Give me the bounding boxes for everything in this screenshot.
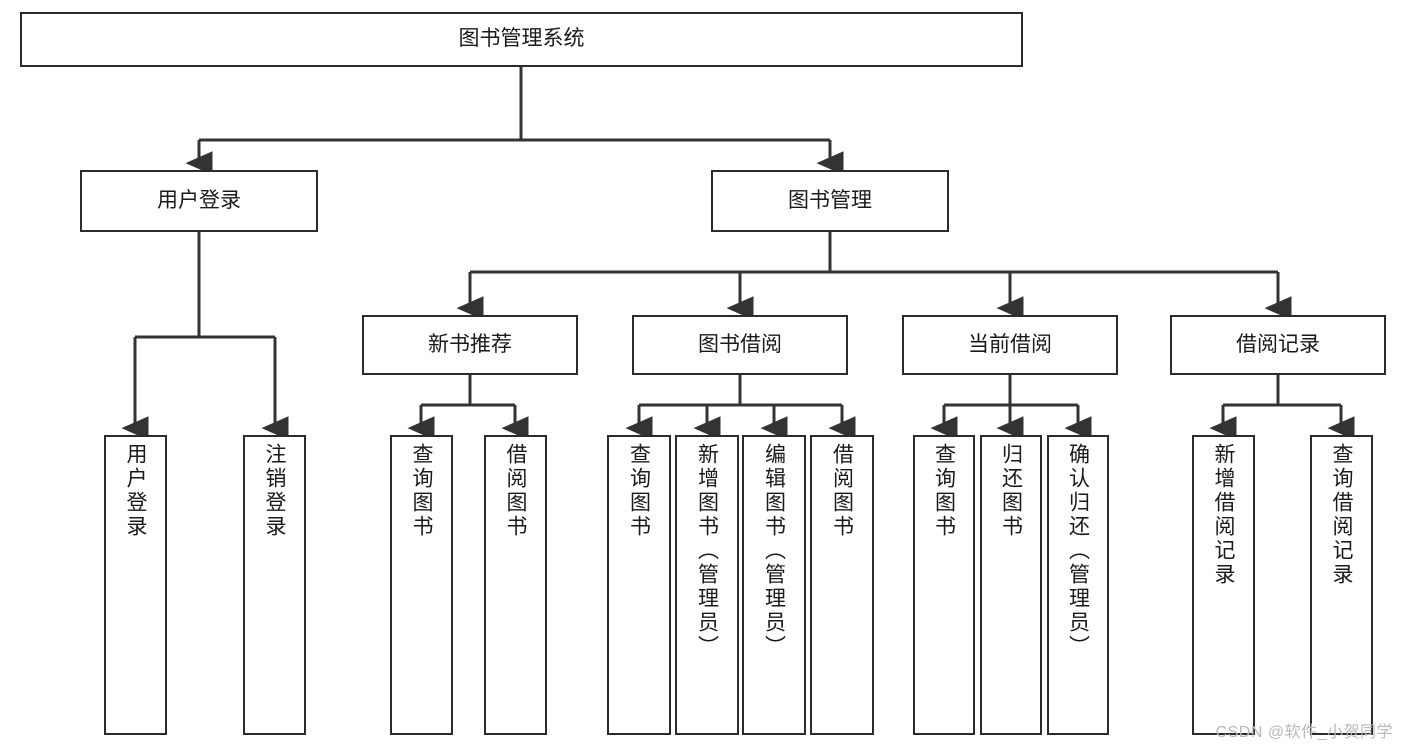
node-borrow-record[interactable]: 借阅记录 bbox=[1170, 315, 1386, 375]
node-leaf-query-book-2[interactable]: 查询图书 bbox=[607, 435, 671, 735]
node-root[interactable]: 图书管理系统 bbox=[20, 12, 1023, 67]
node-leaf-query-record[interactable]: 查询借阅记录 bbox=[1310, 435, 1373, 735]
node-book-manage[interactable]: 图书管理 bbox=[711, 170, 949, 232]
node-leaf-return-book-label: 归还图书 bbox=[999, 443, 1023, 539]
node-leaf-borrow-book-2[interactable]: 借阅图书 bbox=[810, 435, 874, 735]
node-leaf-query-book-3-label: 查询图书 bbox=[932, 443, 956, 539]
node-leaf-user-login[interactable]: 用户登录 bbox=[104, 435, 167, 735]
node-leaf-query-book-1-label: 查询图书 bbox=[410, 443, 433, 539]
node-borrow-record-label: 借阅记录 bbox=[1236, 332, 1320, 356]
node-user-login[interactable]: 用户登录 bbox=[80, 170, 318, 232]
node-leaf-add-book-label: 新增图书（管理员） bbox=[695, 443, 719, 659]
node-leaf-add-book[interactable]: 新增图书（管理员） bbox=[675, 435, 739, 735]
node-root-label: 图书管理系统 bbox=[458, 27, 585, 51]
node-leaf-confirm-return[interactable]: 确认归还（管理员） bbox=[1047, 435, 1109, 735]
node-leaf-query-record-label: 查询借阅记录 bbox=[1330, 443, 1353, 587]
node-book-manage-label: 图书管理 bbox=[788, 188, 872, 212]
node-leaf-add-record[interactable]: 新增借阅记录 bbox=[1192, 435, 1255, 735]
node-leaf-edit-book[interactable]: 编辑图书（管理员） bbox=[742, 435, 806, 735]
node-leaf-return-book[interactable]: 归还图书 bbox=[980, 435, 1042, 735]
node-leaf-borrow-book-1-label: 借阅图书 bbox=[504, 443, 527, 539]
node-book-borrow-label: 图书借阅 bbox=[698, 332, 782, 356]
node-new-book-recommend[interactable]: 新书推荐 bbox=[362, 315, 578, 375]
node-current-borrow[interactable]: 当前借阅 bbox=[902, 315, 1118, 375]
node-leaf-logout-login[interactable]: 注销登录 bbox=[243, 435, 306, 735]
node-leaf-query-book-3[interactable]: 查询图书 bbox=[913, 435, 975, 735]
node-leaf-edit-book-label: 编辑图书（管理员） bbox=[762, 443, 786, 659]
node-leaf-borrow-book-1[interactable]: 借阅图书 bbox=[484, 435, 547, 735]
node-new-book-recommend-label: 新书推荐 bbox=[428, 332, 512, 356]
node-user-login-label: 用户登录 bbox=[157, 188, 241, 212]
node-leaf-add-record-label: 新增借阅记录 bbox=[1212, 443, 1235, 587]
node-leaf-query-book-1[interactable]: 查询图书 bbox=[390, 435, 453, 735]
node-leaf-borrow-book-2-label: 借阅图书 bbox=[830, 443, 854, 539]
node-current-borrow-label: 当前借阅 bbox=[968, 332, 1052, 356]
watermark: CSDN @软件_小贺同学 bbox=[1215, 724, 1393, 741]
node-leaf-query-book-2-label: 查询图书 bbox=[627, 443, 651, 539]
node-book-borrow[interactable]: 图书借阅 bbox=[632, 315, 848, 375]
node-leaf-user-login-label: 用户登录 bbox=[124, 443, 147, 539]
node-leaf-logout-login-label: 注销登录 bbox=[263, 443, 286, 539]
node-leaf-confirm-return-label: 确认归还（管理员） bbox=[1066, 443, 1090, 659]
